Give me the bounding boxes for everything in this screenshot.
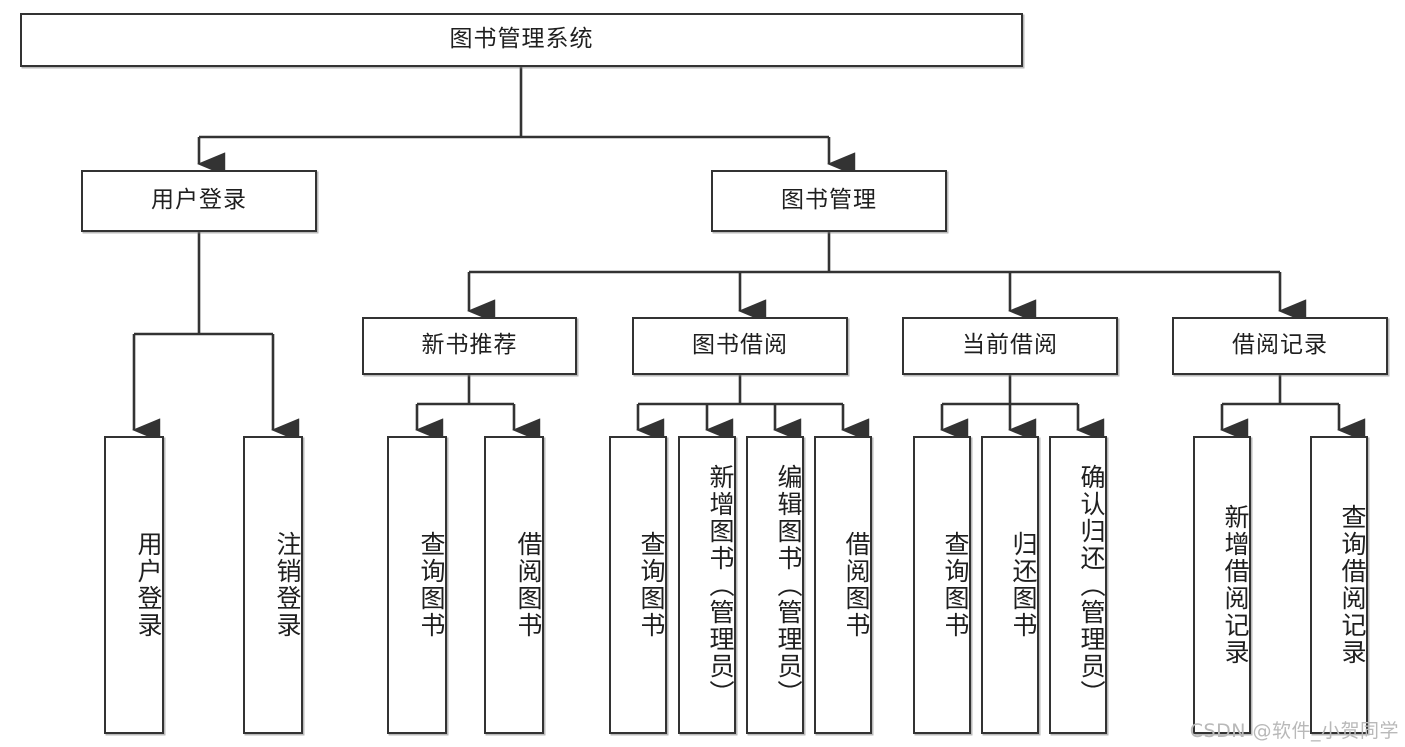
node-current-borrow[interactable]: 当前借阅 [902, 317, 1118, 375]
node-leaf-rec-borrow-book-label: 借阅图书 [514, 531, 543, 639]
node-leaf-user-login[interactable]: 用户登录 [104, 436, 164, 734]
node-leaf-borrow-edit-book[interactable]: 编辑图书（管理员） [746, 436, 804, 734]
node-leaf-cur-query-book-label: 查询图书 [941, 531, 970, 639]
node-leaf-cur-confirm-return-label: 确认归还（管理员） [1077, 463, 1106, 707]
node-user-login-label: 用户登录 [151, 187, 247, 214]
node-borrow-record[interactable]: 借阅记录 [1172, 317, 1388, 375]
node-leaf-rec-add-record-label: 新增借阅记录 [1221, 504, 1250, 666]
node-leaf-cur-return-book[interactable]: 归还图书 [981, 436, 1039, 734]
node-user-login[interactable]: 用户登录 [81, 170, 317, 232]
node-leaf-borrow-add-book-label: 新增图书（管理员） [706, 463, 735, 707]
node-book-borrow[interactable]: 图书借阅 [632, 317, 848, 375]
node-new-book-rec-label: 新书推荐 [421, 332, 518, 359]
node-leaf-cur-confirm-return[interactable]: 确认归还（管理员） [1049, 436, 1107, 734]
node-leaf-rec-query-book-label: 查询图书 [417, 531, 446, 639]
node-root[interactable]: 图书管理系统 [20, 13, 1023, 67]
node-borrow-record-label: 借阅记录 [1232, 332, 1328, 359]
node-book-borrow-label: 图书借阅 [692, 332, 788, 359]
node-leaf-rec-query-book[interactable]: 查询图书 [387, 436, 447, 734]
node-book-manage-label: 图书管理 [781, 187, 877, 214]
node-leaf-user-login-label: 用户登录 [134, 531, 163, 639]
node-new-book-rec[interactable]: 新书推荐 [362, 317, 577, 375]
node-leaf-borrow-query-book[interactable]: 查询图书 [609, 436, 667, 734]
node-leaf-rec-add-record[interactable]: 新增借阅记录 [1193, 436, 1251, 734]
node-leaf-borrow-query-book-label: 查询图书 [637, 531, 666, 639]
node-leaf-borrow-borrow-book[interactable]: 借阅图书 [814, 436, 872, 734]
node-current-borrow-label: 当前借阅 [962, 332, 1058, 359]
node-leaf-rec-borrow-book[interactable]: 借阅图书 [484, 436, 544, 734]
node-book-manage[interactable]: 图书管理 [711, 170, 947, 232]
node-leaf-user-logout-label: 注销登录 [273, 531, 302, 639]
csdn-watermark: CSDN @软件_小贺同学 [1189, 720, 1399, 742]
node-leaf-user-logout[interactable]: 注销登录 [243, 436, 303, 734]
node-leaf-borrow-add-book[interactable]: 新增图书（管理员） [678, 436, 736, 734]
node-leaf-rec-query-record-label: 查询借阅记录 [1338, 504, 1367, 666]
node-leaf-rec-query-record[interactable]: 查询借阅记录 [1310, 436, 1368, 734]
node-root-label: 图书管理系统 [449, 26, 594, 53]
node-leaf-cur-query-book[interactable]: 查询图书 [913, 436, 971, 734]
node-leaf-borrow-edit-book-label: 编辑图书（管理员） [774, 463, 803, 707]
node-leaf-borrow-borrow-book-label: 借阅图书 [842, 531, 871, 639]
node-leaf-cur-return-book-label: 归还图书 [1009, 531, 1038, 639]
